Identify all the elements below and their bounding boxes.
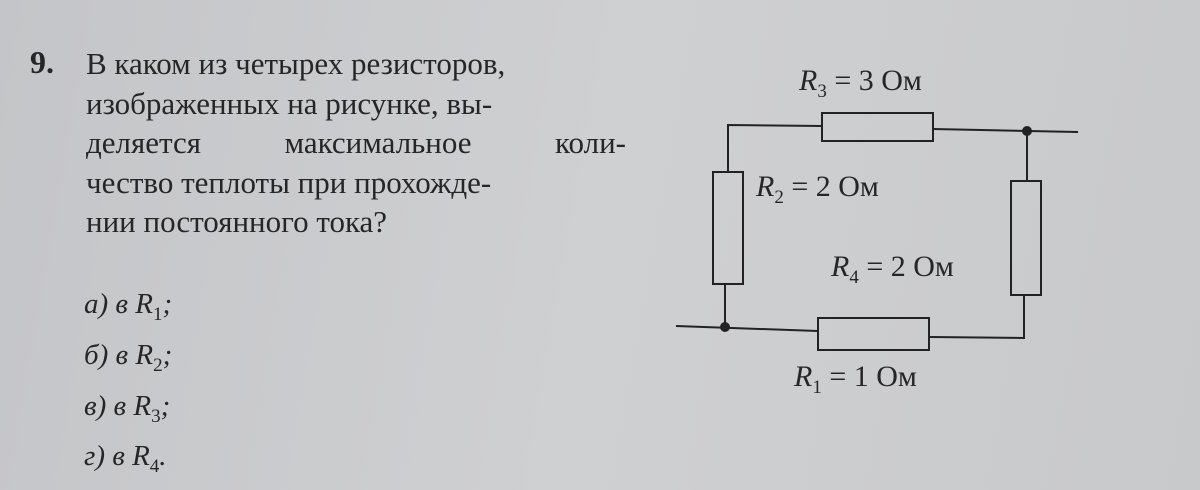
- answer-option-b: б) в R2;: [84, 338, 173, 376]
- resistor-r2: [712, 171, 744, 285]
- answer-option-d: г) в R4.: [84, 440, 167, 478]
- answer-option-c: в) в R3;: [84, 389, 171, 427]
- question-line: нии постоянного тока?: [86, 204, 388, 239]
- resistor-r3: [821, 112, 934, 142]
- resistor-r4: [1010, 180, 1042, 296]
- junction-node: [1022, 126, 1032, 136]
- answer-options: а) в R1; б) в R2; в) в R3; г) в R4.: [84, 284, 172, 487]
- word: максимальное: [284, 125, 472, 160]
- question-line: деляется максимальное коли-: [86, 123, 626, 163]
- label-r1: R1 = 1 Ом: [794, 360, 917, 398]
- word: деляется: [86, 125, 201, 160]
- label-r2: R2 = 2 Ом: [756, 170, 879, 208]
- resistor-r1: [817, 317, 930, 351]
- question-line: В каком из четырех резисторов,: [86, 46, 506, 81]
- wire-top: [727, 123, 823, 172]
- wire-bottom: [675, 325, 819, 332]
- wire-top-right: [932, 128, 1079, 133]
- wire-right-bottom: [929, 295, 1025, 340]
- question-line: чество теплоты при прохожде-: [86, 164, 492, 200]
- label-r4: R4 = 2 Ом: [831, 250, 954, 288]
- question-text: В каком из четырех резисторов, изображен…: [86, 44, 626, 242]
- answer-option-a: а) в R1;: [84, 288, 173, 325]
- word: коли-: [555, 125, 626, 160]
- question-number: 9.: [30, 44, 54, 80]
- question-line: изображенных на рисунке, вы-: [86, 85, 493, 121]
- junction-node: [720, 322, 730, 332]
- label-r3: R3 = 3 Ом: [799, 64, 922, 102]
